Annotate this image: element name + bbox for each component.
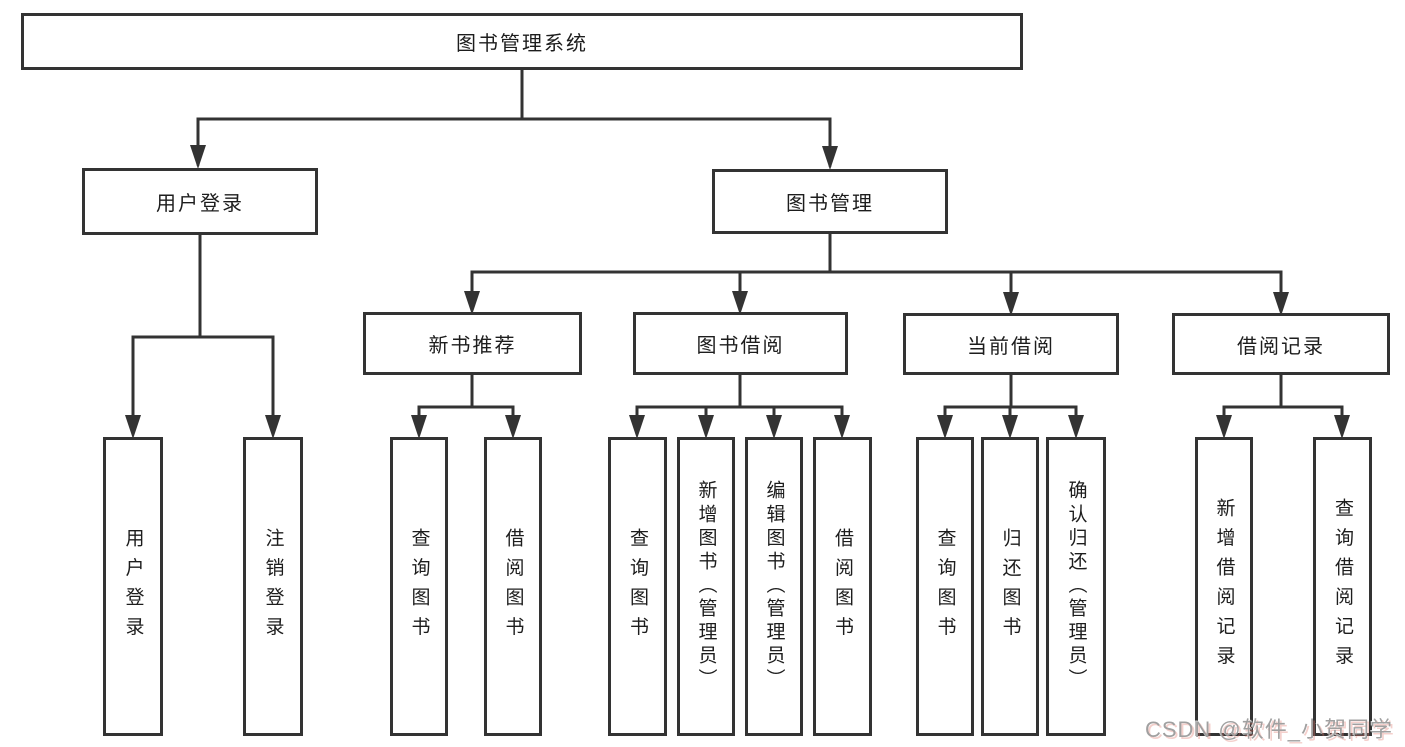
group-current-borrow: 当前借阅	[903, 313, 1119, 375]
leaf-user-login-label: 用户登录	[122, 527, 144, 646]
leaf-return-books: 归还图书	[981, 437, 1039, 736]
group-current-borrow-label: 当前借阅	[967, 335, 1055, 358]
leaf-query-books-recommend: 查询图书	[390, 437, 448, 736]
leaf-return-books-label: 归还图书	[999, 527, 1021, 646]
leaf-query-books-borrow: 查询图书	[608, 437, 667, 736]
branch-book-management-label: 图书管理	[786, 193, 874, 215]
root-node: 图书管理系统	[21, 13, 1023, 70]
leaf-query-books-borrow-label: 查询图书	[627, 527, 648, 646]
leaf-add-borrow-record-label: 新增借阅记录	[1213, 498, 1235, 675]
group-new-book-recommend-label: 新书推荐	[428, 335, 517, 357]
leaf-edit-books-admin-label: 编辑图书（管理员）	[763, 480, 785, 693]
leaf-borrow-books-recommend: 借阅图书	[484, 437, 542, 736]
leaf-query-books-current-label: 查询图书	[934, 527, 956, 646]
leaf-confirm-return-admin: 确认归还（管理员）	[1046, 437, 1106, 736]
watermark: CSDN @软件_小贺同学	[1144, 717, 1393, 742]
leaf-user-login: 用户登录	[103, 437, 163, 736]
group-new-book-recommend: 新书推荐	[363, 312, 582, 375]
connector-stems	[131, 68, 1344, 435]
leaf-borrow-books-recommend-label: 借阅图书	[502, 527, 524, 646]
leaf-edit-books-admin: 编辑图书（管理员）	[745, 437, 803, 736]
group-book-borrow: 图书借阅	[633, 312, 848, 375]
leaf-add-books-admin: 新增图书（管理员）	[677, 437, 735, 736]
leaf-logout-login: 注销登录	[243, 437, 303, 736]
branch-book-management: 图书管理	[712, 169, 948, 234]
branch-user-login-label: 用户登录	[156, 193, 244, 215]
leaf-query-borrow-record-label: 查询借阅记录	[1332, 498, 1353, 675]
leaf-logout-login-label: 注销登录	[262, 527, 284, 646]
leaf-confirm-return-admin-label: 确认归还（管理员）	[1065, 480, 1087, 693]
branch-user-login: 用户登录	[82, 168, 318, 235]
group-borrow-records: 借阅记录	[1172, 313, 1390, 375]
leaf-borrow-books-borrow: 借阅图书	[813, 437, 872, 736]
leaf-add-books-admin-label: 新增图书（管理员）	[695, 480, 717, 693]
leaf-query-books-current: 查询图书	[916, 437, 974, 736]
leaf-add-borrow-record: 新增借阅记录	[1195, 437, 1253, 736]
group-borrow-records-label: 借阅记录	[1237, 335, 1325, 358]
leaf-query-books-recommend-label: 查询图书	[408, 527, 430, 646]
leaf-borrow-books-borrow-label: 借阅图书	[832, 527, 853, 646]
group-book-borrow-label: 图书借阅	[696, 335, 785, 357]
leaf-query-borrow-record: 查询借阅记录	[1313, 437, 1372, 736]
root-node-label: 图书管理系统	[456, 33, 588, 55]
